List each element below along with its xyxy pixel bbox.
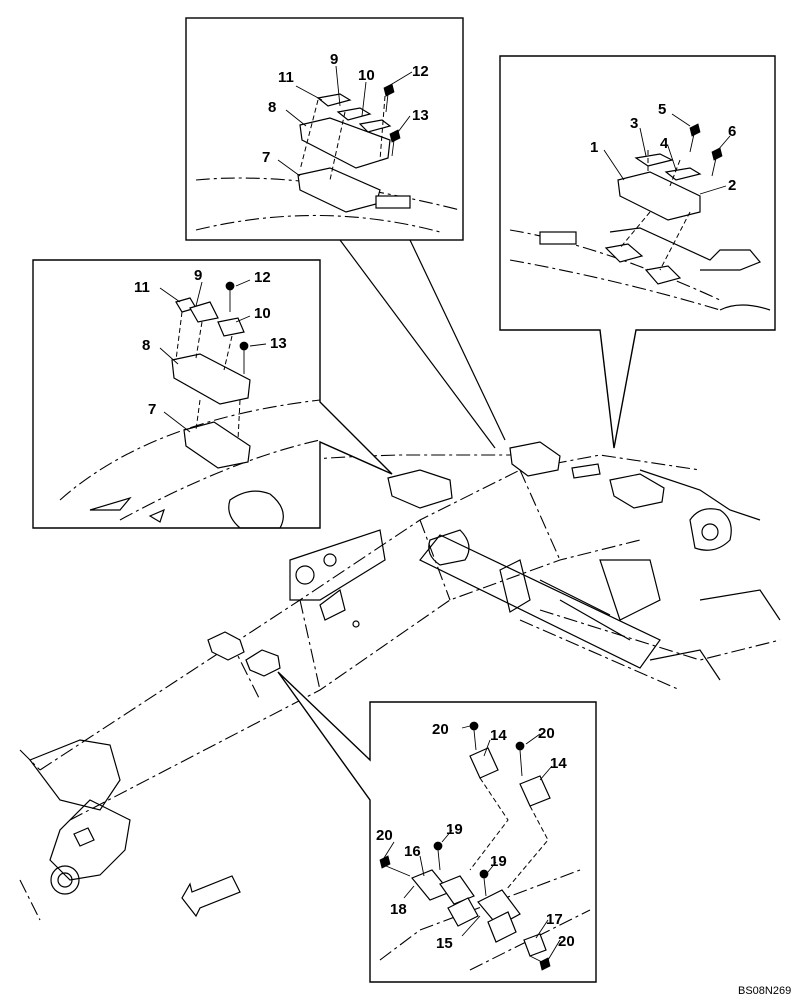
callout-8: 8 bbox=[268, 99, 276, 116]
callout-14: 14 bbox=[550, 755, 567, 772]
callout-20: 20 bbox=[376, 827, 393, 844]
callout-4: 4 bbox=[660, 135, 669, 152]
callout-3: 3 bbox=[630, 115, 638, 132]
callout-11: 11 bbox=[278, 69, 294, 86]
inset-bottom: 20 14 20 14 20 19 16 19 18 15 17 20 bbox=[277, 671, 597, 983]
callout-7: 7 bbox=[148, 401, 156, 418]
excavator-boom-illustration bbox=[19, 441, 781, 921]
callout-19: 19 bbox=[446, 821, 463, 838]
direction-arrow bbox=[181, 875, 241, 918]
callout-13: 13 bbox=[270, 335, 287, 352]
callout-2: 2 bbox=[728, 177, 736, 194]
arm-clamps bbox=[73, 631, 281, 847]
callout-15: 15 bbox=[436, 935, 453, 952]
callout-12: 12 bbox=[412, 63, 429, 80]
callout-8: 8 bbox=[142, 337, 150, 354]
callout-14: 14 bbox=[490, 727, 507, 744]
callout-12: 12 bbox=[254, 269, 271, 286]
drawing-code: BS08N269 bbox=[738, 985, 791, 997]
callout-5: 5 bbox=[658, 101, 666, 118]
callout-18: 18 bbox=[390, 901, 407, 918]
inset-top-center: 11 9 10 12 8 13 7 bbox=[185, 17, 506, 449]
callout-13: 13 bbox=[412, 107, 429, 124]
callout-20: 20 bbox=[558, 933, 575, 950]
inset-left: 11 9 12 10 8 13 7 bbox=[32, 259, 393, 529]
boom-clamps bbox=[387, 441, 665, 509]
inset-top-right: 1 3 4 5 6 2 bbox=[499, 55, 776, 449]
callout-1: 1 bbox=[590, 139, 598, 156]
callout-20: 20 bbox=[432, 721, 449, 738]
callout-17: 17 bbox=[546, 911, 563, 928]
callout-19: 19 bbox=[490, 853, 507, 870]
callout-16: 16 bbox=[404, 843, 421, 860]
callout-6: 6 bbox=[728, 123, 736, 140]
callout-9: 9 bbox=[194, 267, 202, 284]
callout-20: 20 bbox=[538, 725, 555, 742]
callout-11: 11 bbox=[134, 279, 150, 296]
callout-9: 9 bbox=[330, 51, 338, 68]
callout-7: 7 bbox=[262, 149, 270, 166]
callout-10: 10 bbox=[358, 67, 375, 84]
callout-10: 10 bbox=[254, 305, 271, 322]
